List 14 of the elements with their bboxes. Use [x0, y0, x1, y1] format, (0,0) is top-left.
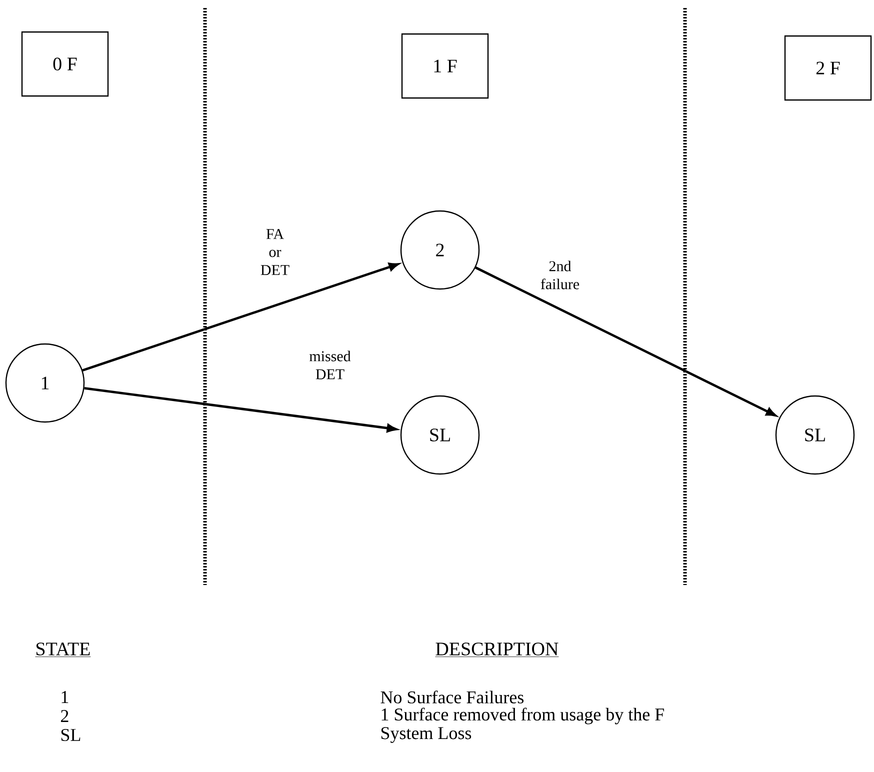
state-cell: SL	[61, 728, 80, 742]
edge-label: 2nd failure	[534, 260, 586, 290]
description-cell: 1 Surface removed from usage by the F	[382, 708, 664, 724]
stage-box: 0 F	[21, 31, 109, 97]
edge-label: FA or DET	[259, 228, 291, 276]
state-cell: 2	[61, 710, 68, 722]
stage-box: 1 F	[401, 33, 489, 99]
stage-box: 2 F	[784, 35, 872, 101]
arrow	[474, 266, 776, 416]
description-cell: System Loss	[381, 727, 472, 743]
column-heading: DESCRIPTION	[435, 642, 559, 657]
column-heading: STATE	[35, 642, 91, 657]
state-cell: 1	[62, 691, 68, 703]
description-cell: No Surface Failures	[380, 690, 524, 704]
